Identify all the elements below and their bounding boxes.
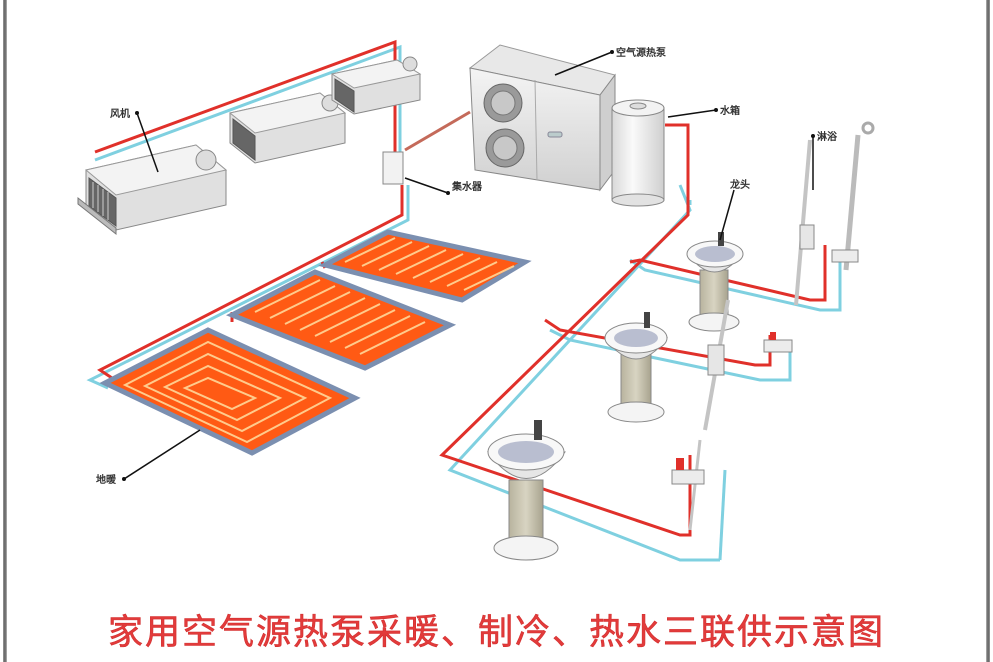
label-water-tank: 水箱	[719, 104, 740, 117]
callout-water-tank: 水箱	[667, 104, 740, 118]
diagram-caption: 家用空气源热泵采暖、制冷、热水三联供示意图	[107, 613, 885, 654]
fan-coil-pipes	[94, 39, 402, 170]
shower-fixture	[703, 299, 793, 431]
callout-manifold: 集水器	[404, 177, 483, 195]
wash-basin	[487, 420, 566, 561]
callout-floor-heating: 地暖	[96, 429, 201, 486]
wash-basin	[604, 312, 668, 423]
shower-fixture	[671, 439, 705, 531]
floor-heating-panel	[318, 229, 532, 303]
left-border	[3, 0, 7, 662]
label-manifold: 集水器	[451, 180, 483, 193]
callout-faucet: 龙头	[719, 178, 750, 241]
label-faucet: 龙头	[729, 178, 750, 191]
shower-fixture	[794, 121, 875, 306]
water-tank	[611, 99, 665, 207]
floor-heating-panel	[225, 269, 457, 371]
label-shower: 淋浴	[817, 130, 838, 143]
pump-link-pipe	[404, 110, 471, 152]
callout-shower: 淋浴	[811, 130, 838, 190]
callout-heat-pump: 空气源热泵	[554, 46, 667, 76]
heat-pump-unit	[468, 44, 616, 192]
fan-coil-unit	[330, 56, 422, 115]
label-floor-heating: 地暖	[96, 473, 117, 486]
right-border	[986, 0, 990, 662]
hot-water-pipes	[439, 110, 842, 562]
manifold-box	[382, 151, 404, 185]
label-fan-coil: 风机	[110, 107, 130, 120]
label-heat-pump: 空气源热泵	[616, 46, 667, 59]
floor-heating-panel	[99, 327, 361, 456]
callout-fan-coil: 风机	[110, 107, 159, 173]
fan-coil-unit	[77, 144, 228, 236]
